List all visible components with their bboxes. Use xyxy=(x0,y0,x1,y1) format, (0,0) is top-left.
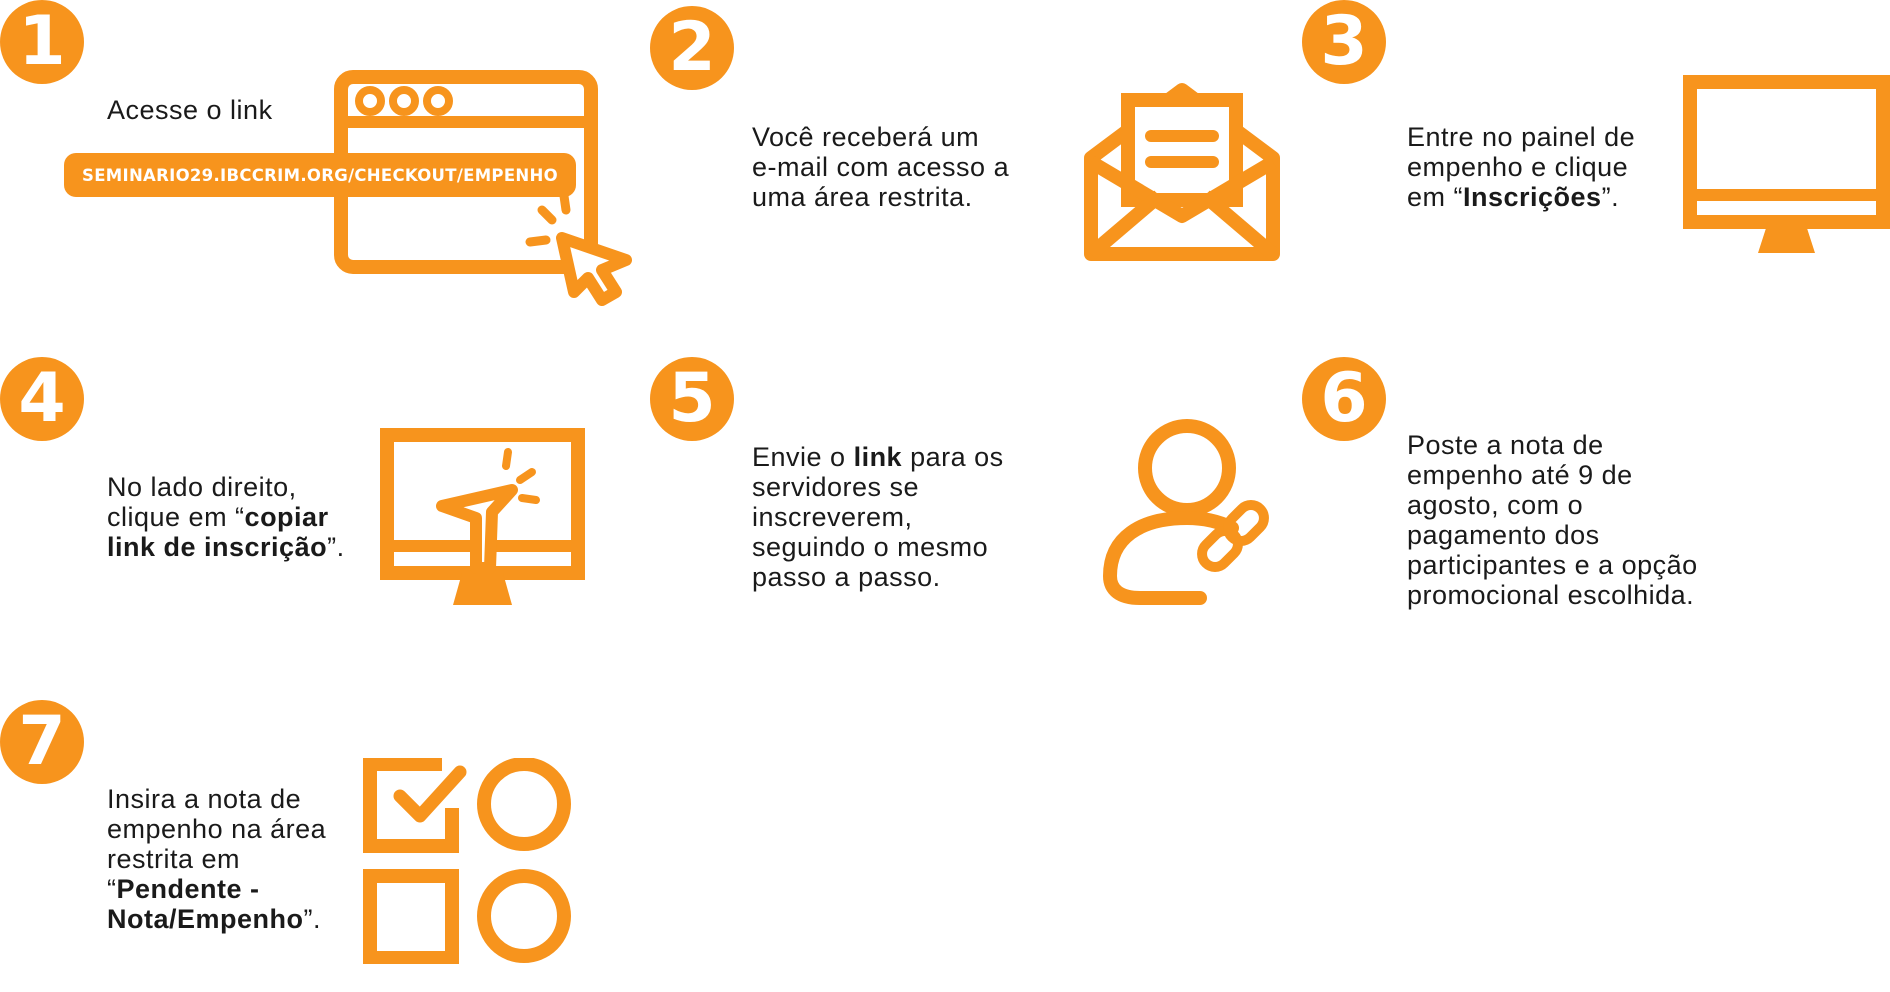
step-5-line5: passo a passo. xyxy=(752,562,941,592)
step-3-text: Entre no painel de empenho e clique em “… xyxy=(1407,122,1635,212)
user-link-icon xyxy=(1102,419,1269,605)
step-6-line1: Poste a nota de xyxy=(1407,430,1604,460)
step-5-line2: servidores se xyxy=(752,472,920,502)
step-2-line2: e-mail com acesso a xyxy=(752,152,1010,182)
step-7-number: 7 xyxy=(0,700,84,784)
step-3-number: 3 xyxy=(1302,0,1386,84)
step-7-text: Insira a nota de empenho na área restrit… xyxy=(107,784,326,934)
step-1-number: 1 xyxy=(0,0,84,84)
step-5-number: 5 xyxy=(650,357,734,441)
step-5-line1: Envie o link para os xyxy=(752,442,1004,472)
step-7-line2: empenho na área xyxy=(107,814,327,844)
step-7-line3: restrita em xyxy=(107,844,241,874)
envelope-letter-icon xyxy=(1084,83,1280,261)
step-5-line4: seguindo o mesmo xyxy=(752,532,989,562)
step-6-line5: participantes e a opção xyxy=(1407,550,1698,580)
step-2-number: 2 xyxy=(650,6,734,90)
step-6-text: Poste a nota de empenho até 9 de agosto,… xyxy=(1407,430,1698,610)
monitor-icon xyxy=(1683,75,1890,253)
step-3-line2: empenho e clique xyxy=(1407,152,1629,182)
step-3-line1: Entre no painel de xyxy=(1407,122,1636,152)
step-2-text: Você receberá um e-mail com acesso a uma… xyxy=(752,122,1009,212)
step-4-line3: link de inscrição”. xyxy=(107,532,345,562)
step-4-line1: No lado direito, xyxy=(107,472,297,502)
step-7-line5: Nota/Empenho”. xyxy=(107,904,322,934)
browser-window-click-icon xyxy=(334,70,632,306)
monitor-cursor-click-icon xyxy=(380,428,585,605)
step-2-line3: uma área restrita. xyxy=(752,182,973,212)
step-4-number: 4 xyxy=(0,357,84,441)
step-6-line3: agosto, com o xyxy=(1407,490,1584,520)
step-6-number: 6 xyxy=(1302,357,1386,441)
step-4-line2: clique em “copiar xyxy=(107,502,329,532)
checkout-link-pill[interactable]: SEMINARIO29.IBCCRIM.ORG/CHECKOUT/EMPENHO xyxy=(64,153,576,197)
step-5-line3: inscreverem, xyxy=(752,502,913,532)
step-6-line2: empenho até 9 de xyxy=(1407,460,1633,490)
step-4-text: No lado direito, clique em “copiar link … xyxy=(107,472,345,562)
step-7-line1: Insira a nota de xyxy=(107,784,302,814)
step-1-text: Acesse o link xyxy=(107,95,273,125)
step-7-line4: “Pendente - xyxy=(107,874,260,904)
step-1-line1: Acesse o link xyxy=(107,95,273,125)
step-5-text: Envie o link para os servidores se inscr… xyxy=(752,442,1004,592)
step-2-line1: Você receberá um xyxy=(752,122,980,152)
step-3-line3: em “Inscrições”. xyxy=(1407,182,1620,212)
step-6-line6: promocional escolhida. xyxy=(1407,580,1695,610)
step-6-line4: pagamento dos xyxy=(1407,520,1600,550)
checklist-options-icon xyxy=(363,758,571,964)
